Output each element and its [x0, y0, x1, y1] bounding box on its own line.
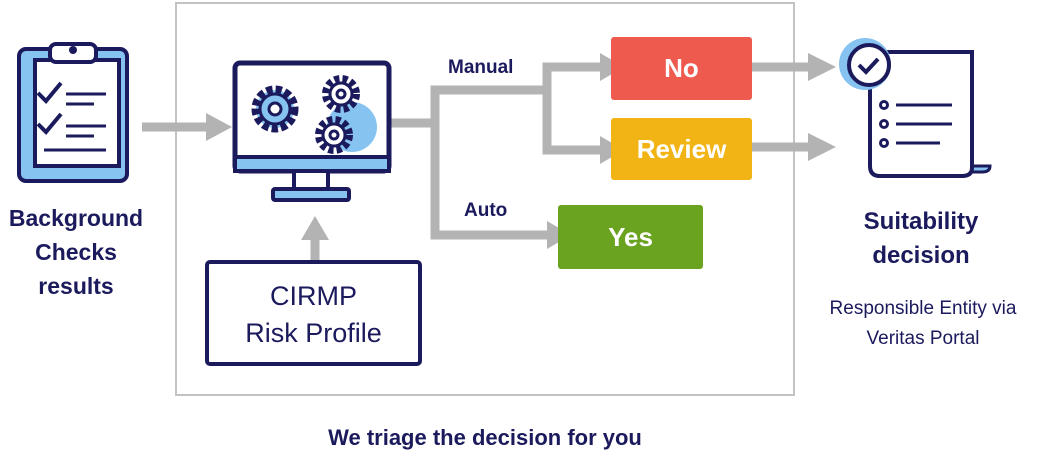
monitor-gears-icon [232, 60, 392, 202]
profile-text: CIRMP Risk Profile [207, 278, 420, 352]
caption: We triage the decision for you [328, 425, 642, 450]
profile-line-2: Risk Profile [245, 318, 382, 348]
suitability-decision-title: Suitability decision [863, 208, 979, 269]
route-manual-label: Manual [448, 57, 514, 78]
outcome-yes-box: Yes [558, 205, 703, 269]
outcome-no-box: No [611, 37, 752, 100]
approved-document-icon [839, 38, 992, 178]
arrow-to-yes [430, 123, 552, 240]
arrow-to-no [388, 62, 604, 128]
arrow-to-review [542, 90, 604, 155]
background-checks-label: Background Checks results [8, 205, 144, 299]
outcome-no-label: No [664, 53, 699, 83]
triage-panel [175, 2, 795, 396]
route-auto-label: Auto [464, 200, 508, 221]
outcome-review-box: Review [611, 118, 752, 180]
outcome-review-label: Review [636, 133, 727, 164]
profile-box [205, 260, 422, 366]
outcome-yes-label: Yes [608, 221, 653, 252]
suitability-decision-subtitle: Responsible Entity via Veritas Portal [829, 298, 1017, 349]
arrowheads [206, 53, 836, 249]
connectors [142, 62, 812, 262]
checklist-clipboard-icon [17, 42, 129, 183]
profile-line-1: CIRMP [270, 281, 357, 311]
